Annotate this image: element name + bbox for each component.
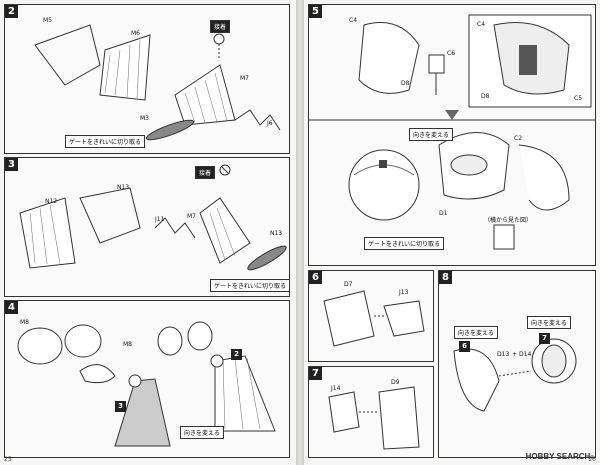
part-label: M6 [131,30,140,37]
part-label: J13 [399,289,409,296]
step-6-panel: 6 D7 J13 [308,270,434,362]
right-page: 5 C4 C6 D8 C4 C5 D8 C2 D1 向きを変える ゲートをきれい… [304,0,600,465]
watermark-brand: HOBBY SEARCH [525,452,591,461]
part-label: M8 [123,341,132,348]
step-2-panel: 2 M5 M6 M7 M3 J6 接着 ゲートをきれいに切り取る [4,4,290,154]
part-label: M7 [187,213,196,220]
gate-callout: ゲートをきれいに切り取る [210,279,289,292]
part-label: C5 [574,95,583,102]
part-label: N13 [270,230,283,237]
page-number: 26 [588,456,596,463]
step-6-drawing [323,290,425,347]
gate-callout: ゲートをきれいに切り取る [364,237,445,250]
step-3-drawing [19,164,287,271]
step-4-drawing [17,321,276,447]
step-8-panel: 8 向きを変える 向きを変える 6 7 D13 + D14 [438,270,596,458]
part-label: D8 [481,93,490,100]
part-label: N13 [117,184,130,191]
step-number: 4 [5,301,18,314]
subassembly-tag: 6 [459,341,470,352]
part-label: D14 [519,351,532,358]
left-page: 2 M5 M6 M7 M3 J6 接着 ゲートをきれいに切り取る 3 [0,0,296,465]
step-number: 8 [439,271,452,284]
part-label: D9 [391,379,400,386]
step-number: 5 [309,5,322,18]
step-2-drawing [34,24,281,141]
step-number: 3 [5,158,18,171]
side-view-label: （横から見た図） [484,217,533,224]
part-label: M7 [240,75,249,82]
part-label: C4 [349,17,358,24]
step-5-panel: 5 C4 C6 D8 C4 C5 D8 C2 D1 向きを変える ゲートをきれい… [308,4,596,266]
subassembly-tag: 3 [115,401,126,412]
step-8-drawing [453,338,577,412]
direction-callout: 向きを変える [454,326,498,339]
step-number: 7 [309,367,322,380]
watermark-reg: ® [590,455,594,461]
book-spine [296,0,304,465]
step-7-panel: 7 J14 D9 [308,366,434,458]
part-label: M8 [20,319,29,326]
part-label: J11 [155,216,165,223]
glue-callout: 接着 [210,20,231,33]
part-label: C2 [514,135,523,142]
part-label: J14 [331,385,341,392]
step-3-panel: 3 N12 N13 M7 J11 N13 接着 ゲートをきれいに切り取る [4,157,290,297]
part-label: D8 [401,80,410,87]
part-label: N12 [45,198,58,205]
part-label: C6 [447,50,456,57]
step-5-drawing [309,14,595,250]
part-label: D1 [439,210,448,217]
part-label: M3 [140,115,149,122]
part-label: M5 [43,17,52,24]
step-number: 6 [309,271,322,284]
page-number: 25 [4,456,12,463]
direction-callout: 向きを変える [409,128,453,141]
part-label: D7 [344,281,353,288]
part-label: C4 [477,21,486,28]
direction-callout: 向きを変える [527,316,571,329]
subassembly-tag: 7 [539,333,550,344]
plus-sign: + [512,351,518,358]
part-label: J6 [267,120,273,127]
watermark: HOBBY SEARCH® [526,452,594,461]
subassembly-tag: 2 [231,349,242,360]
step-4-panel: 4 M8 M8 2 3 向きを変える [4,300,290,458]
step-7-drawing [328,386,420,450]
step-number: 2 [5,5,18,18]
direction-callout: 向きを変える [180,426,224,439]
gate-callout: ゲートをきれいに切り取る [65,135,146,148]
glue-callout: 接着 [195,166,216,179]
part-label: D13 [497,351,510,358]
